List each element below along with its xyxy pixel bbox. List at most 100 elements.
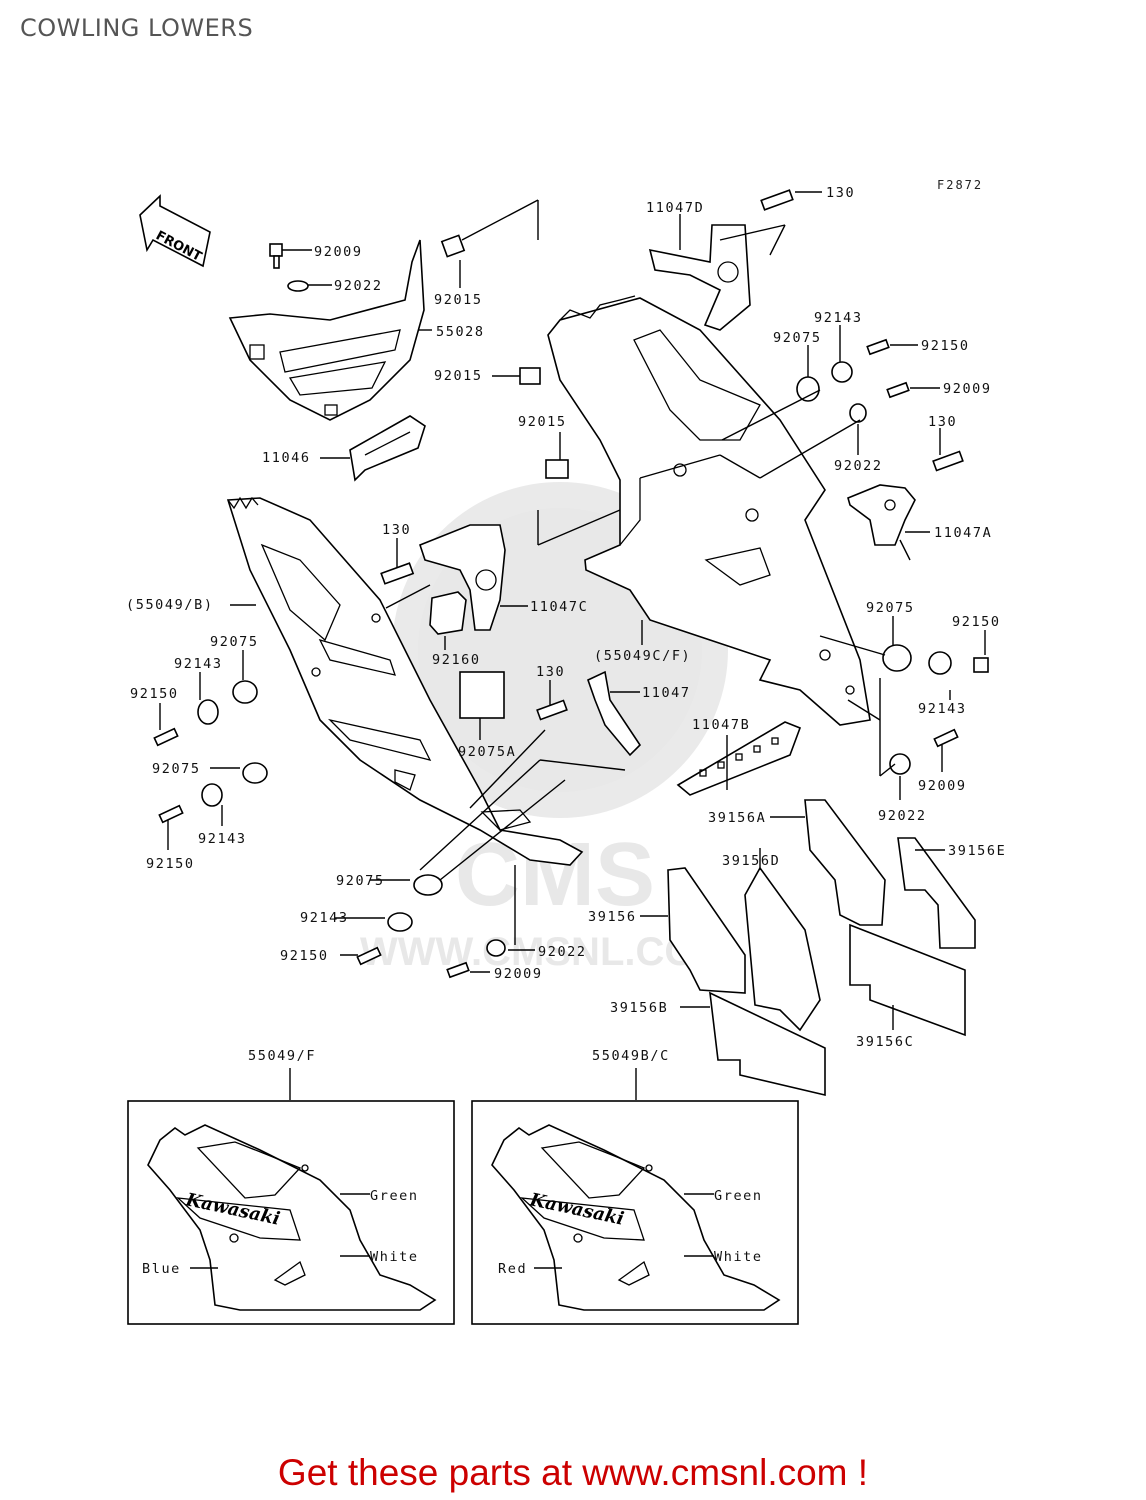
label-92160: 92160 bbox=[432, 652, 481, 668]
color-label-green: Green bbox=[714, 1188, 763, 1204]
washer-icon bbox=[849, 403, 867, 423]
inset-55049bc: 55049B/C Kawasaki Green White Red bbox=[471, 1048, 799, 1325]
collar-icon bbox=[197, 699, 219, 725]
cowling-55049b bbox=[226, 496, 584, 866]
label-11047c: 11047C bbox=[530, 599, 588, 615]
bolt-icon bbox=[356, 946, 382, 966]
bolt-icon bbox=[866, 338, 890, 356]
watermark-text: WWW.CMSNL.COM bbox=[360, 930, 729, 974]
clip-92015-low bbox=[545, 459, 569, 479]
label-92022: 92022 bbox=[538, 944, 587, 960]
washer-icon bbox=[287, 280, 309, 292]
inset-frame bbox=[471, 1100, 799, 1325]
label-92009: 92009 bbox=[943, 381, 992, 397]
bolt-icon bbox=[886, 381, 910, 399]
bracket-11046 bbox=[349, 415, 426, 482]
washer-icon bbox=[889, 753, 911, 775]
label-92075a: 92075A bbox=[458, 744, 516, 760]
inset-55049f: 55049/F Kawasaki Green White Blue bbox=[127, 1048, 455, 1325]
label-39156c: 39156C bbox=[856, 1034, 914, 1050]
bracket-11047a bbox=[847, 484, 916, 546]
label-92150: 92150 bbox=[130, 686, 179, 702]
leader-lines bbox=[159, 191, 986, 1100]
label-11047: 11047 bbox=[642, 685, 691, 701]
label-92015: 92015 bbox=[434, 368, 483, 384]
pad-39156b bbox=[709, 991, 826, 1097]
label-92022: 92022 bbox=[834, 458, 883, 474]
label-92015: 92015 bbox=[518, 414, 567, 430]
label-55049cf: (55049C/F) bbox=[594, 648, 691, 664]
label-39156d: 39156D bbox=[722, 853, 780, 869]
collar-icon bbox=[831, 361, 853, 383]
label-130: 130 bbox=[536, 664, 565, 680]
block-92160 bbox=[429, 591, 467, 635]
label-92009: 92009 bbox=[494, 966, 543, 982]
color-label-green: Green bbox=[370, 1188, 419, 1204]
color-label-white: White bbox=[370, 1249, 419, 1265]
bolt-icon bbox=[380, 562, 415, 585]
color-label-blue: Blue bbox=[142, 1261, 181, 1277]
bolt-icon bbox=[933, 728, 959, 748]
label-130: 130 bbox=[826, 185, 855, 201]
pad-39156 bbox=[667, 867, 746, 994]
grommet-icon bbox=[796, 376, 820, 402]
label-92075: 92075 bbox=[336, 873, 385, 889]
bracket-11047d bbox=[648, 224, 751, 331]
label-11047b: 11047B bbox=[692, 717, 750, 733]
hardware bbox=[153, 189, 989, 979]
bolt-icon bbox=[536, 699, 568, 721]
bolt-icon bbox=[973, 657, 989, 673]
label-92009: 92009 bbox=[918, 778, 967, 794]
footer-link[interactable]: Get these parts at www.cmsnl.com ! bbox=[277, 1452, 869, 1493]
inset-frame bbox=[127, 1100, 455, 1325]
label-39156b: 39156B bbox=[610, 1000, 668, 1016]
label-130: 130 bbox=[382, 522, 411, 538]
washer-icon bbox=[486, 939, 506, 957]
color-label-red: Red bbox=[498, 1261, 527, 1277]
collar-icon bbox=[201, 783, 223, 807]
collar-icon bbox=[387, 912, 413, 932]
clip-92015-top bbox=[440, 234, 466, 258]
label-92150: 92150 bbox=[952, 614, 1001, 630]
figure-code: F2872 bbox=[937, 178, 984, 192]
label-92015: 92015 bbox=[434, 292, 483, 308]
pad-39156c bbox=[849, 923, 966, 1037]
label-11047d: 11047D bbox=[646, 200, 704, 216]
label-11047a: 11047A bbox=[934, 525, 992, 541]
cowl-55028 bbox=[228, 239, 425, 421]
bracket-11047 bbox=[587, 670, 642, 757]
color-label-white: White bbox=[714, 1249, 763, 1265]
label-55049b: (55049/B) bbox=[126, 597, 214, 613]
page-title: COWLING LOWERS bbox=[20, 14, 254, 42]
cowling-55049cf bbox=[547, 295, 871, 726]
label-39156e: 39156E bbox=[948, 843, 1006, 859]
part-labels: 92009 92022 55028 92015 92015 92015 1104… bbox=[126, 185, 1006, 1050]
inset-part-label: 55049B/C bbox=[592, 1048, 670, 1064]
label-92075: 92075 bbox=[152, 761, 201, 777]
bolt-icon bbox=[446, 961, 470, 979]
bolt-icon bbox=[932, 450, 964, 472]
pad-39156d bbox=[744, 866, 821, 1032]
collar-icon bbox=[928, 651, 952, 675]
pad-39156a bbox=[804, 799, 886, 926]
label-92009: 92009 bbox=[314, 244, 363, 260]
label-130: 130 bbox=[928, 414, 957, 430]
clip-92015-mid bbox=[519, 367, 541, 385]
label-92150: 92150 bbox=[921, 338, 970, 354]
label-39156a: 39156A bbox=[708, 810, 766, 826]
label-92022: 92022 bbox=[334, 278, 383, 294]
label-92143: 92143 bbox=[814, 310, 863, 326]
label-92150: 92150 bbox=[146, 856, 195, 872]
pads-39156 bbox=[667, 799, 976, 1097]
label-92143: 92143 bbox=[918, 701, 967, 717]
bracket-11047c bbox=[419, 524, 506, 631]
grommet-icon bbox=[232, 680, 258, 704]
pad-92075a bbox=[459, 671, 505, 719]
label-92075: 92075 bbox=[773, 330, 822, 346]
strip-11047b bbox=[676, 721, 802, 796]
front-arrow-icon: FRONT bbox=[139, 194, 211, 268]
bolt-icon bbox=[760, 189, 794, 211]
bolt-icon bbox=[269, 243, 283, 257]
grommet-icon bbox=[413, 874, 443, 896]
